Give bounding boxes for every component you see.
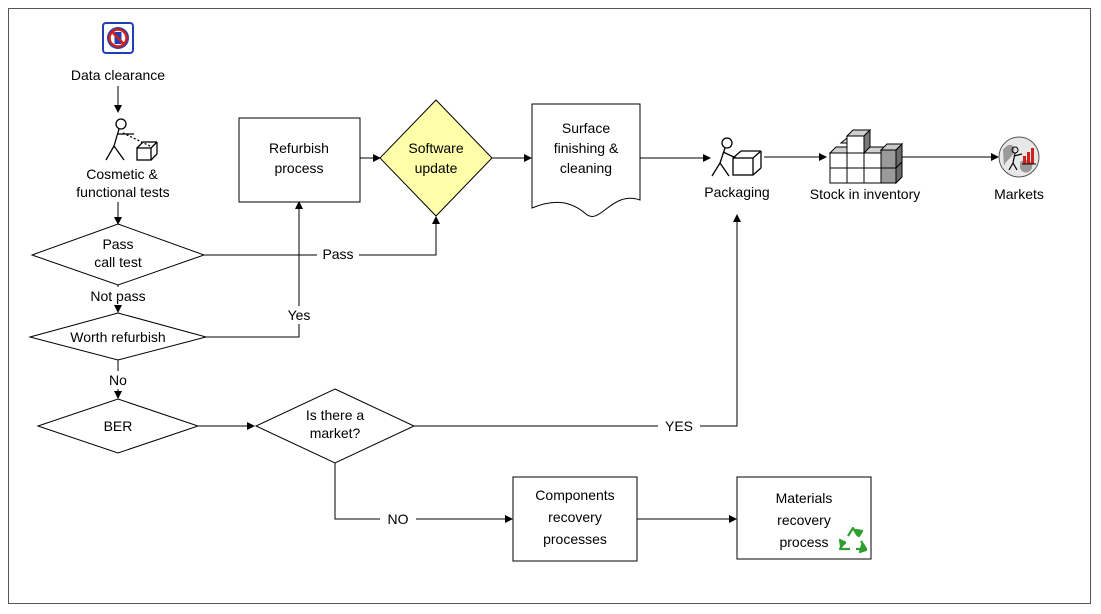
node-materials-line2: recovery (777, 512, 831, 528)
node-tests-line2: functional tests (76, 184, 169, 200)
node-components-line2: recovery (548, 509, 602, 525)
label-no: No (109, 372, 127, 388)
label-market-yes: YES (665, 418, 693, 434)
node-market-line2: market? (310, 425, 361, 441)
no-data-icon (103, 23, 133, 53)
node-components-line1: Components (535, 487, 614, 503)
node-data-clearance: Data clearance (71, 67, 165, 83)
node-pass-call-test-line2: call test (94, 254, 142, 270)
label-market-no: NO (388, 511, 409, 527)
node-surface-line2: finishing & (554, 140, 619, 156)
node-stock-in-inventory: Stock in inventory (810, 186, 921, 202)
node-market-line1: Is there a (306, 407, 365, 423)
node-software-update-line2: update (415, 160, 458, 176)
worker-testing-box-icon (106, 119, 157, 160)
edge-market-to-components (335, 463, 512, 519)
node-materials-line1: Materials (776, 490, 833, 506)
label-not-pass: Not pass (90, 288, 145, 304)
label-yes: Yes (288, 307, 311, 323)
node-components-line3: processes (543, 531, 607, 547)
node-surface-line3: cleaning (560, 160, 612, 176)
node-pass-call-test-line1: Pass (102, 236, 133, 252)
label-pass: Pass (322, 246, 353, 262)
node-materials-line3: process (779, 534, 828, 550)
edge-market-to-packaging (414, 215, 737, 426)
stacked-boxes-icon (830, 130, 902, 183)
node-ber: BER (104, 418, 133, 434)
node-software-update-line1: Software (408, 140, 463, 156)
decision-software-update (380, 100, 492, 216)
node-packaging: Packaging (704, 184, 769, 200)
node-surface-line1: Surface (562, 120, 610, 136)
node-refurbish-line2: process (274, 160, 323, 176)
node-tests-line1: Cosmetic & (86, 166, 158, 182)
worker-packing-box-icon (712, 138, 761, 176)
node-refurbish-line1: Refurbish (269, 140, 329, 156)
globe-market-icon (999, 137, 1039, 177)
node-worth-refurbish: Worth refurbish (70, 329, 165, 345)
node-markets: Markets (994, 186, 1044, 202)
